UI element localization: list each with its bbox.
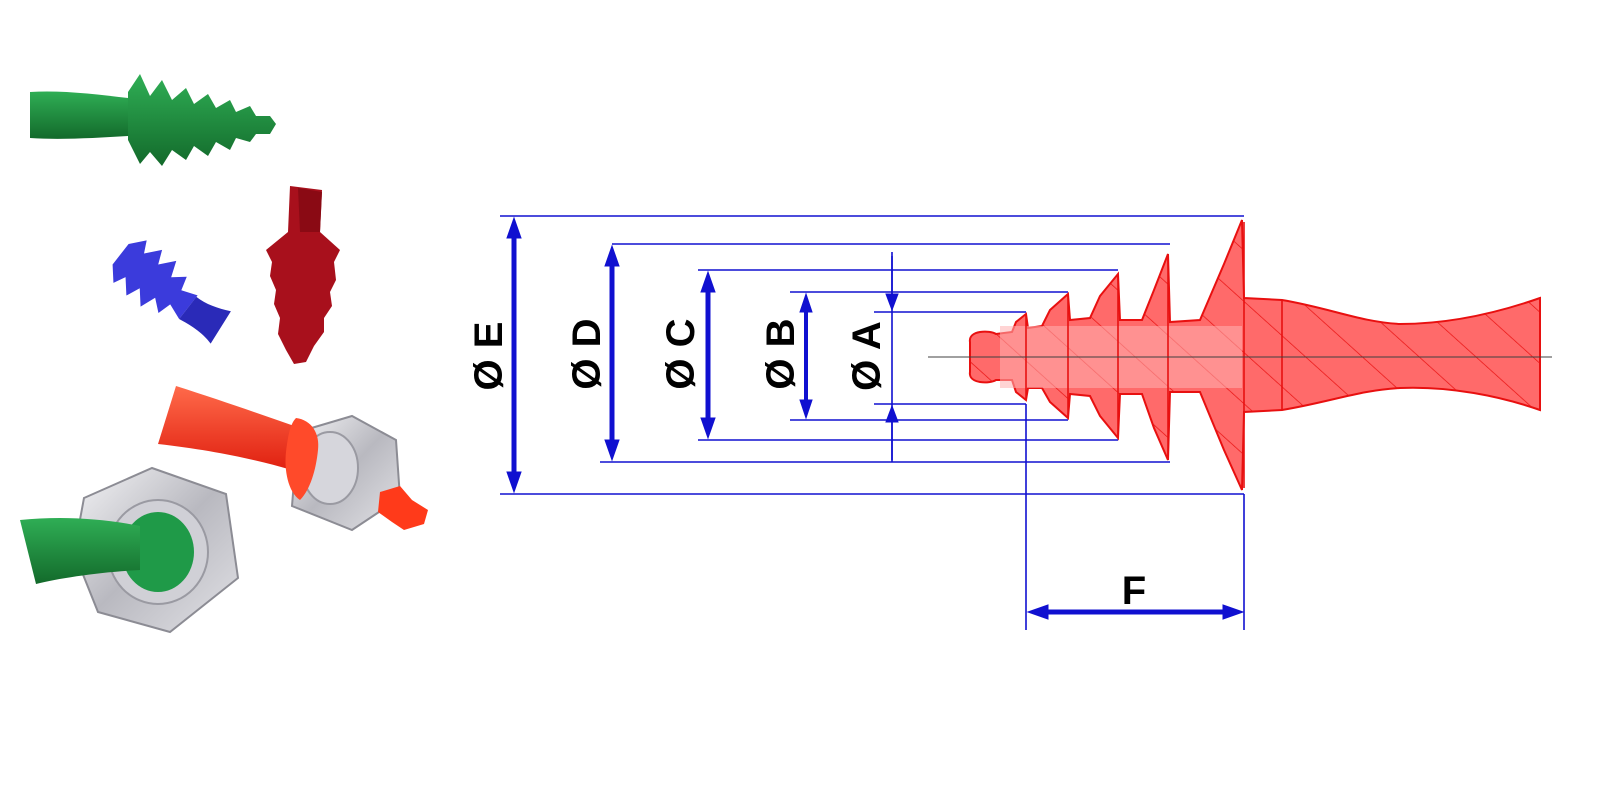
green-plug-in-nut-photo	[20, 466, 240, 634]
dim-arrow-a	[885, 256, 899, 460]
dim-arrow-e	[506, 216, 522, 494]
green-plug-photo	[30, 74, 276, 166]
dimension-labels: Ø E Ø D Ø C Ø B Ø A F	[467, 318, 1146, 613]
label-dia-c: Ø C	[659, 318, 703, 389]
label-dia-e: Ø E	[467, 322, 511, 391]
dimension-lines	[500, 215, 1245, 630]
blue-plug-photo	[112, 240, 231, 344]
label-dia-d: Ø D	[565, 318, 609, 389]
label-length-f: F	[1122, 569, 1146, 613]
dark-red-plug-photo	[266, 186, 340, 364]
dimension-arrows	[506, 216, 1245, 620]
red-plug-in-nut-photo	[158, 386, 428, 532]
dim-arrow-b	[799, 292, 813, 420]
dim-arrow-c	[700, 270, 716, 440]
label-dia-a: Ø A	[845, 321, 889, 391]
dim-arrow-d	[604, 244, 620, 462]
label-dia-b: Ø B	[759, 318, 803, 389]
plug-cross-section	[928, 219, 1552, 491]
product-photos	[20, 74, 428, 634]
dim-arrow-f	[1026, 604, 1245, 620]
